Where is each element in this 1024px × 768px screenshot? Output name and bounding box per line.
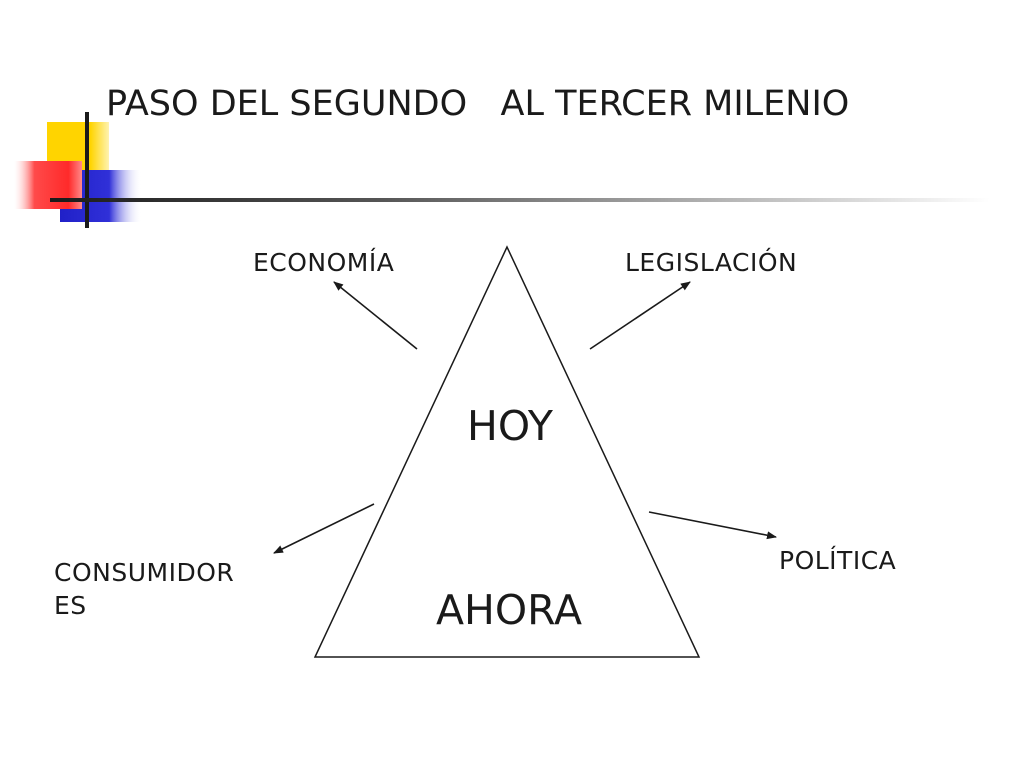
slide-title: PASO DEL SEGUNDO AL TERCER MILENIO [106, 84, 850, 124]
label-consumidores-line2: ES [54, 591, 87, 620]
label-economia: ECONOMÍA [253, 248, 395, 277]
triangle [313, 245, 701, 658]
arrow-consumidores [273, 503, 375, 554]
label-consumidores: CONSUMIDOR ES [54, 556, 284, 622]
label-politica: POLÍTICA [779, 546, 897, 575]
vertical-rule [85, 112, 89, 228]
arrow-politica [648, 511, 777, 540]
label-consumidores-line1: CONSUMIDOR [54, 558, 235, 587]
horizontal-rule [50, 198, 990, 202]
title-decoration [14, 112, 990, 228]
center-label-hoy: HOY [467, 402, 553, 450]
center-label-ahora: AHORA [436, 586, 583, 634]
arrow-legislacion [589, 281, 691, 350]
label-legislacion: LEGISLACIÓN [625, 248, 798, 277]
arrow-economia [333, 281, 418, 350]
